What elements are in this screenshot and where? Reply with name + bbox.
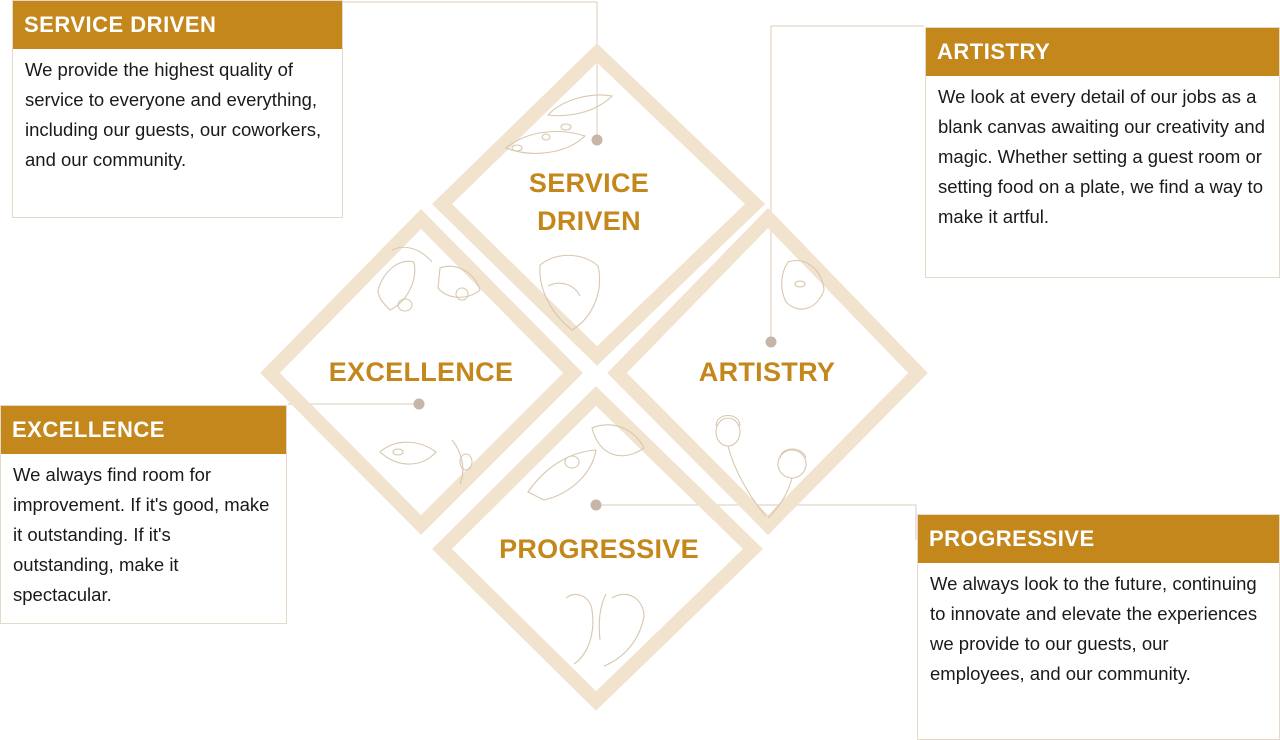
connector-artistry bbox=[770, 25, 924, 341]
leaf-pattern-service bbox=[504, 94, 614, 331]
flower-pattern-artistry bbox=[715, 260, 825, 519]
diamond-label-excellence: EXCELLENCE bbox=[328, 357, 514, 387]
card-artistry: ARTISTRY We look at every detail of our … bbox=[925, 27, 1280, 278]
diamond-artistry bbox=[607, 207, 928, 535]
leaf-pattern-progressive bbox=[527, 424, 645, 667]
anchor-dot-progressive bbox=[590, 499, 602, 511]
diamond-excellence bbox=[260, 209, 583, 535]
diamond-progressive bbox=[432, 386, 764, 711]
card-body-artistry: We look at every detail of our jobs as a… bbox=[938, 86, 1266, 227]
card-body-excellence: We always find room for improvement. If … bbox=[13, 464, 270, 605]
diamond-service-driven bbox=[431, 43, 766, 366]
anchor-dot-artistry bbox=[765, 336, 777, 348]
anchor-dot-service bbox=[591, 134, 603, 146]
card-progressive: PROGRESSIVE We always look to the future… bbox=[917, 514, 1280, 740]
card-service-driven: SERVICE DRIVEN We provide the highest qu… bbox=[12, 0, 343, 218]
anchor-dot-excellence bbox=[413, 398, 425, 410]
card-body-service-driven: We provide the highest quality of servic… bbox=[25, 59, 322, 170]
card-body-progressive: We always look to the future, continuing… bbox=[930, 573, 1258, 684]
leaf-pattern-excellence bbox=[377, 246, 481, 485]
card-excellence: EXCELLENCE We always find room for impro… bbox=[0, 405, 287, 624]
card-title-artistry: ARTISTRY bbox=[926, 28, 1279, 76]
connector-service bbox=[342, 1, 598, 139]
card-title-progressive: PROGRESSIVE bbox=[918, 515, 1279, 563]
diamond-label-service-driven: SERVICE DRIVEN bbox=[528, 168, 650, 236]
diamond-label-progressive: PROGRESSIVE bbox=[499, 534, 699, 564]
card-title-excellence: EXCELLENCE bbox=[1, 406, 286, 454]
card-title-service-driven: SERVICE DRIVEN bbox=[13, 1, 342, 49]
diamond-label-artistry: ARTISTRY bbox=[698, 357, 836, 387]
